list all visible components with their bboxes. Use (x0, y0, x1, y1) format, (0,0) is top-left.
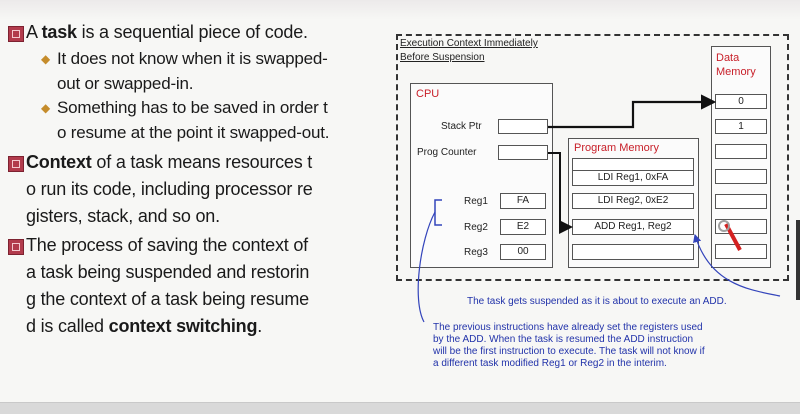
program-memory-cell (572, 244, 694, 260)
cpu-box (410, 83, 553, 268)
bullet-icon (8, 239, 24, 255)
note-line: will be the first instruction to execute… (433, 346, 705, 357)
note1-connector (693, 233, 781, 297)
program-memory-cell-current: ADD Reg1, Reg2 (572, 219, 694, 235)
diamond-bullet-icon: ◆ (41, 101, 51, 115)
text-line: It does not know when it is swapped- (57, 49, 328, 68)
program-memory-title: Program Memory (574, 142, 659, 154)
execution-context-frame (396, 34, 789, 281)
cpu-label: CPU (416, 88, 440, 100)
data-memory-cell (715, 244, 767, 259)
slide-text-panel: A task is a sequential piece of code. ◆ … (0, 0, 392, 400)
reg1-label: Reg1 (464, 196, 488, 207)
reg3-value: 00 (500, 244, 546, 260)
text-bold: task (41, 22, 77, 42)
frame-title-line1: Execution Context Immediately (400, 38, 538, 49)
text-line: o resume at the point it swapped-out. (57, 123, 330, 142)
annotation-note-1: The task gets suspended as it is about t… (467, 296, 727, 307)
data-memory-cell (715, 144, 767, 159)
data-memory-cell: 1 (715, 119, 767, 134)
text-line: out or swapped-in. (57, 74, 194, 93)
program-memory-cell: LDI Reg1, 0xFA (572, 170, 694, 186)
diagram-arrows (417, 94, 781, 323)
text-run: d is called (26, 316, 109, 336)
prog-counter-arrow (548, 152, 573, 234)
text-run: is a sequential piece of code. (76, 22, 308, 42)
text-line: Context of a task means resources t (26, 152, 312, 173)
text-bold: context switching (108, 316, 258, 336)
text-line: d is called context switching. (26, 316, 262, 337)
reg2-value: E2 (500, 219, 546, 235)
data-memory-title-line1: Data (716, 52, 740, 64)
note2-connector (417, 211, 436, 323)
reg-bracket (434, 199, 442, 226)
bottom-band (0, 402, 800, 414)
program-memory-cell: LDI Reg2, 0xE2 (572, 193, 694, 209)
text-line: The process of saving the context of (26, 235, 308, 255)
text-line: g the context of a task being resume (26, 289, 309, 309)
annotation-note-2: The previous instructions have already s… (433, 322, 773, 370)
text-bold: Context (26, 152, 92, 172)
bullet-icon (8, 156, 24, 172)
stack-ptr-label: Stack Ptr (441, 121, 482, 132)
text-run: of a task means resources t (91, 152, 313, 172)
text-line: o run its code, including processor re (26, 179, 313, 199)
note-line: The previous instructions have already s… (433, 322, 703, 333)
note-line: by the ADD. When the task is resumed the… (433, 334, 694, 345)
text-line: Something has to be saved in order t (57, 98, 328, 117)
text-run: A (26, 22, 42, 42)
reg1-value: FA (500, 193, 546, 209)
data-memory-title-line2: Memory (716, 66, 756, 78)
prog-counter-register (498, 145, 548, 160)
text-line: A task is a sequential piece of code. (26, 22, 308, 43)
text-line: a task being suspended and restorin (26, 262, 310, 282)
text-line: gisters, stack, and so on. (26, 206, 220, 226)
context-diagram: Execution Context Immediately Before Sus… (390, 0, 800, 413)
data-memory-cell (715, 169, 767, 184)
frame-title-line2: Before Suspension (400, 52, 485, 63)
reg2-label: Reg2 (464, 222, 488, 233)
stack-ptr-register (498, 119, 548, 134)
text-run: . (257, 316, 263, 336)
stack-ptr-arrow (548, 94, 717, 129)
data-memory-cell: 0 (715, 94, 767, 109)
prog-counter-label: Prog Counter (417, 147, 477, 158)
data-memory-cell (715, 194, 767, 209)
diamond-bullet-icon: ◆ (41, 52, 51, 66)
top-band (0, 0, 800, 20)
reg3-label: Reg3 (464, 247, 488, 258)
edge-bar (796, 220, 800, 300)
note-line: a different task modified Reg1 or Reg2 i… (433, 358, 667, 369)
bullet-icon (8, 26, 24, 42)
